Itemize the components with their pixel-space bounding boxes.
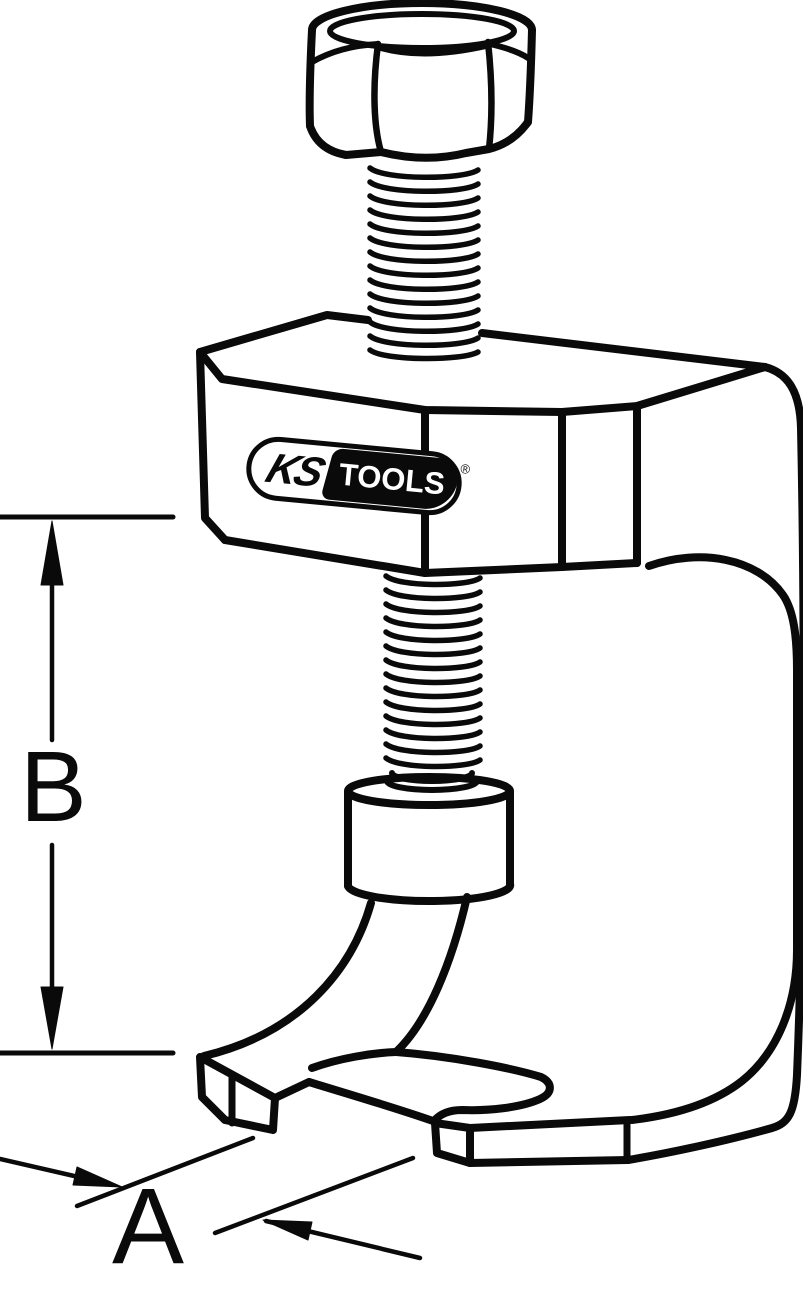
- dim-a-ext-line-right: [212, 1155, 416, 1236]
- dimension-b-label: B: [20, 731, 87, 843]
- right-jaw-top-edge: [466, 1116, 634, 1132]
- nut-left-edge: [305, 26, 316, 130]
- leg-and-fork-foot: [196, 893, 634, 1167]
- cylinder-body-fill: [348, 791, 511, 902]
- dimension-a-label: A: [112, 1165, 185, 1286]
- nut-facet-right: [484, 38, 495, 153]
- registered-trademark-symbol: ®: [459, 461, 471, 477]
- spindle-lower-thread: [383, 573, 483, 770]
- block-near-top-edge: [196, 348, 769, 416]
- left-jaw-outline: [196, 1053, 313, 1134]
- spindle-hex-nut: [305, 0, 536, 162]
- block-left-edge: [196, 348, 229, 544]
- slot-near-rim: [305, 1078, 437, 1125]
- logo-tools-pill: TOOLS: [320, 448, 464, 512]
- cylinder-sides: [344, 788, 514, 890]
- block-far-top-edge: [196, 311, 769, 371]
- logo-tools-text: TOOLS: [337, 456, 447, 502]
- nut-facet-left: [371, 40, 385, 156]
- dim-b-arrowhead-down: [40, 986, 64, 1050]
- leg-left-curve: [200, 899, 375, 1060]
- dim-a-ext-line-left: [74, 1135, 256, 1209]
- crossbar-block: [196, 311, 769, 577]
- nut-top-outline: [308, 0, 536, 34]
- right-jaw-front-face: [431, 1119, 474, 1167]
- dim-a-arrowhead-right: [262, 1219, 313, 1241]
- nut-right-edge: [524, 26, 536, 126]
- leg-right-curve: [392, 893, 471, 1056]
- nut-top-chamfer-ellipse: [327, 11, 517, 51]
- dimension-b: [0, 514, 176, 1056]
- nut-bottom-edge: [306, 118, 532, 162]
- dim-a-arrowhead-left: [72, 1166, 123, 1188]
- spindle-upper-thread: [367, 165, 481, 362]
- block-bottom-edges: [221, 536, 641, 577]
- frame-inner-edge: [628, 553, 801, 1124]
- dimension-a: [0, 1135, 423, 1261]
- frame-outer-edge: [624, 363, 803, 1164]
- pressure-pad-cylinder: [344, 770, 515, 906]
- foot-far-edge-left: [308, 1048, 400, 1072]
- dim-b-arrowhead-up: [40, 520, 64, 586]
- nut-fill: [309, 3, 532, 158]
- cylinder-bottom-arc: [344, 880, 515, 906]
- nut-chamfer-arcs: [309, 41, 531, 65]
- frame-right-column: [624, 363, 803, 1164]
- slot-far-rim-and-hook: [392, 1048, 554, 1125]
- spindle-base-flange: [384, 770, 480, 793]
- right-jaw-bottom-edge: [466, 1156, 632, 1167]
